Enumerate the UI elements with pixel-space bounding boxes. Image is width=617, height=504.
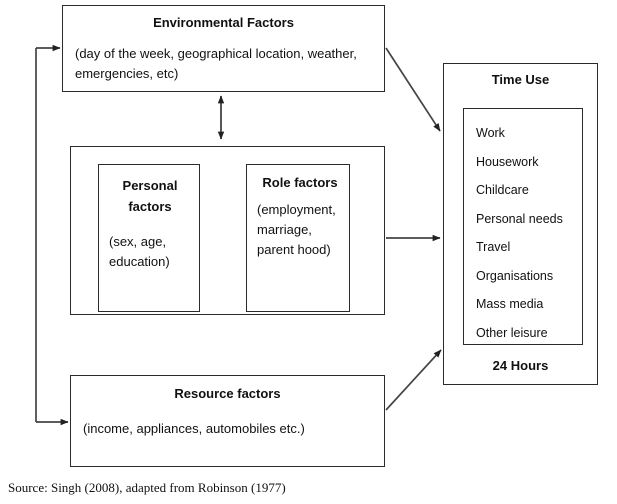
environmental-factors-body: (day of the week, geographical location,… [75, 46, 357, 81]
time-use-item: Travel [476, 240, 511, 254]
time-use-activity-list: Work Housework Childcare Personal needs … [463, 108, 583, 345]
time-use-item: Organisations [476, 268, 554, 283]
role-factors-box: Role factors (employment, marriage, pare… [246, 164, 350, 312]
role-factors-body: (employment, marriage, parent hood) [257, 202, 336, 257]
time-use-item: Housework [476, 154, 539, 169]
environmental-factors-title: Environmental Factors [153, 15, 294, 30]
personal-factors-title: Personal factors [122, 178, 178, 214]
time-use-item: Work [476, 126, 505, 140]
personal-factors-body: (sex, age, education) [109, 234, 170, 269]
source-caption: Source: Singh (2008), adapted from Robin… [8, 480, 286, 495]
resource-factors-title: Resource factors [174, 386, 281, 401]
resource-factors-body: (income, appliances, automobiles etc.) [83, 421, 305, 436]
role-factors-title: Role factors [262, 175, 338, 190]
arrow-resource-timeuse [385, 349, 442, 411]
time-use-total-label: 24 Hours [492, 358, 549, 373]
time-use-item: Personal needs [476, 211, 563, 226]
time-use-item: Mass media [476, 297, 544, 311]
time-use-item: Other leisure [476, 325, 548, 340]
time-use-title: Time Use [491, 72, 550, 87]
personal-factors-box: Personal factors (sex, age, education) [98, 164, 200, 312]
environmental-factors-box: Environmental Factors (day of the week, … [62, 5, 385, 92]
resource-factors-box: Resource factors (income, appliances, au… [70, 375, 385, 467]
arrow-environmental-timeuse [385, 47, 441, 132]
time-use-item: Childcare [476, 183, 529, 197]
